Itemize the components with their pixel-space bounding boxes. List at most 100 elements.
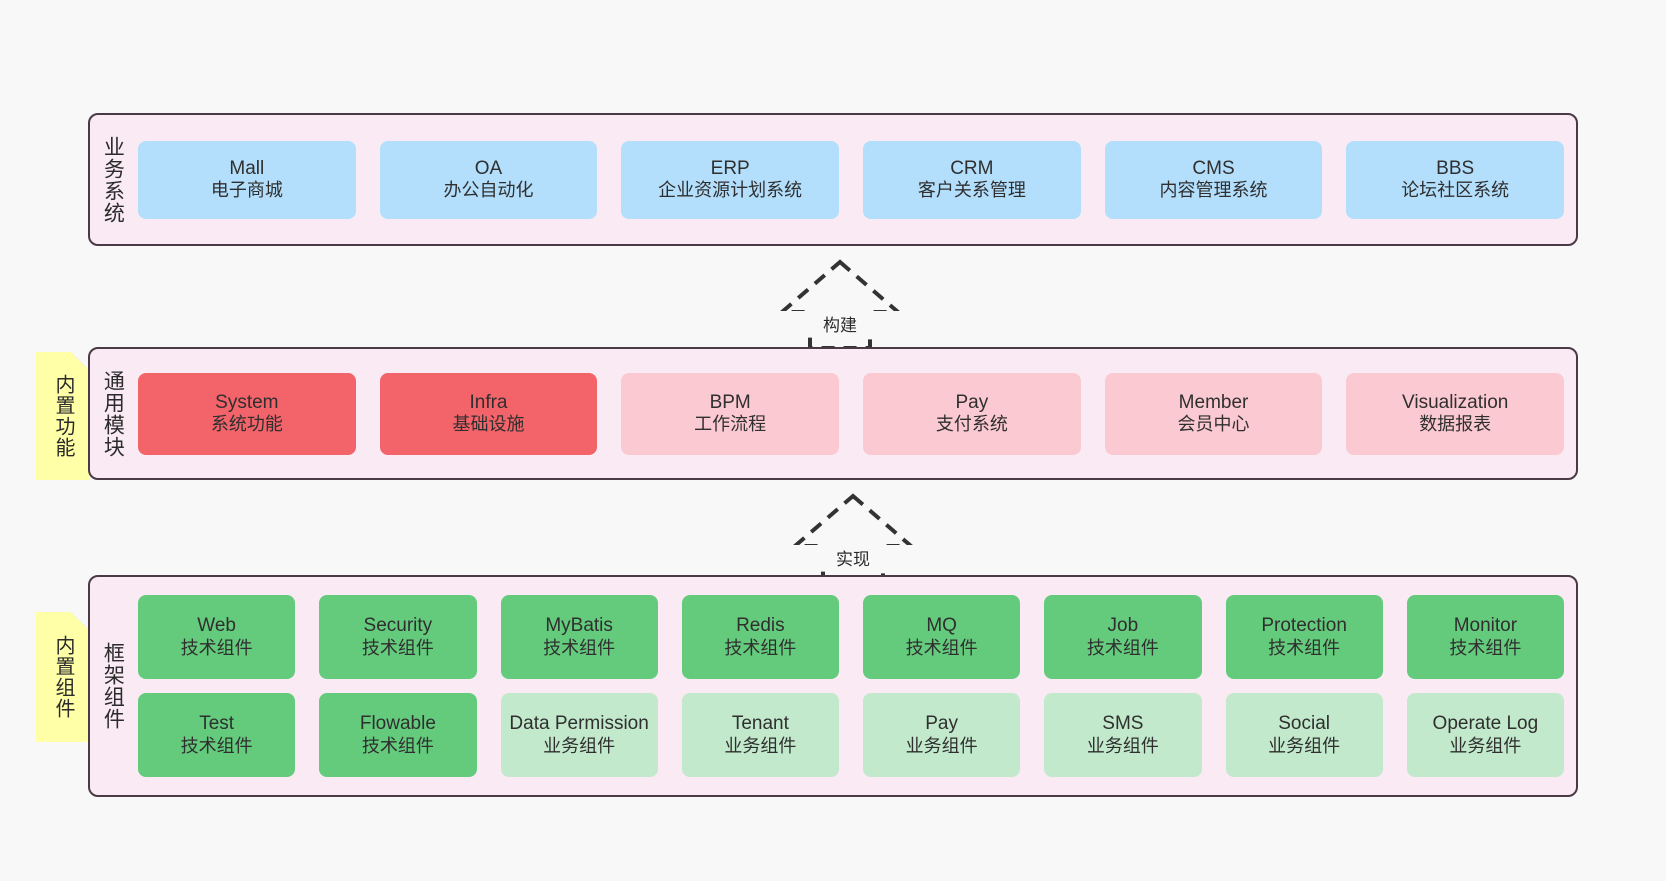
node-protection[interactable]: Protection 技术组件: [1225, 595, 1383, 679]
layer-framework-components-title: 框架组件: [101, 642, 125, 730]
arrow-build-label: 构建: [760, 311, 920, 336]
node-label-cn: 企业资源计划系统: [658, 180, 803, 201]
node-label-en: Social: [1278, 713, 1330, 735]
node-label-cn: 内容管理系统: [1159, 180, 1268, 201]
node-erp[interactable]: ERP 企业资源计划系统: [621, 140, 840, 219]
node-label-cn: 系统功能: [210, 414, 283, 435]
node-label-en: Tenant: [731, 713, 789, 735]
node-label-en: ERP: [710, 157, 750, 179]
node-crm[interactable]: CRM 客户关系管理: [863, 140, 1081, 219]
node-label-en: MyBatis: [545, 615, 613, 637]
node-oa[interactable]: OA 办公自动化: [379, 140, 598, 219]
node-label-en: Pay: [925, 713, 958, 735]
node-system[interactable]: System 系统功能: [138, 372, 356, 455]
node-label-cn: 客户关系管理: [917, 180, 1026, 201]
node-label-en: Infra: [469, 391, 508, 413]
node-label-cn: 技术组件: [543, 637, 616, 658]
node-label-cn: 业务组件: [1086, 735, 1159, 756]
node-tenant[interactable]: Tenant 业务组件: [681, 693, 839, 777]
node-web[interactable]: Web 技术组件: [138, 595, 296, 679]
node-infra[interactable]: Infra 基础设施: [379, 372, 598, 455]
node-label-cn: 电子商城: [210, 180, 283, 201]
arrow-realize: 实现: [773, 492, 933, 584]
layer-framework-components: 框架组件 Web 技术组件 Security 技术组件 MyBatis 技术组件…: [88, 575, 1578, 797]
node-job[interactable]: Job 技术组件: [1044, 595, 1202, 679]
node-label-en: Monitor: [1453, 615, 1518, 637]
node-label-en: Data Permission: [509, 713, 649, 735]
node-label-en: Job: [1107, 615, 1139, 637]
node-visualization[interactable]: Visualization 数据报表: [1346, 372, 1565, 455]
node-label-cn: 基础设施: [452, 414, 525, 435]
note-builtin-features-label: 内置功能: [52, 374, 74, 458]
node-sms[interactable]: SMS 业务组件: [1044, 693, 1202, 777]
layer-business-systems-title: 业务系统: [101, 135, 125, 224]
node-label-cn: 业务组件: [905, 735, 978, 756]
node-label-cn: 办公自动化: [443, 180, 534, 201]
node-security[interactable]: Security 技术组件: [319, 595, 477, 679]
node-label-en: System: [215, 391, 279, 413]
node-label-en: MQ: [926, 615, 957, 637]
node-operate-log[interactable]: Operate Log 业务组件: [1406, 693, 1564, 777]
node-label-en: OA: [474, 157, 503, 179]
node-label-cn: 技术组件: [724, 637, 797, 658]
node-label-cn: 支付系统: [935, 414, 1008, 435]
node-label-en: Pay: [955, 391, 989, 413]
node-mq[interactable]: MQ 技术组件: [863, 595, 1021, 679]
node-label-cn: 工作流程: [694, 414, 767, 435]
note-builtin-components-label: 内置组件: [52, 635, 74, 719]
node-mall[interactable]: Mall 电子商城: [138, 140, 356, 219]
node-label-en: Operate Log: [1432, 713, 1539, 735]
node-mybatis[interactable]: MyBatis 技术组件: [500, 595, 658, 679]
node-social[interactable]: Social 业务组件: [1225, 693, 1383, 777]
node-row: System 系统功能 Infra 基础设施 BPM 工作流程 Pay 支付系统…: [138, 372, 1565, 455]
arrow-realize-label: 实现: [773, 545, 933, 570]
node-label-en: Redis: [736, 615, 785, 637]
layer-common-modules-body: System 系统功能 Infra 基础设施 BPM 工作流程 Pay 支付系统…: [134, 349, 1576, 478]
node-label-en: BPM: [709, 391, 751, 413]
node-label-en: Mall: [229, 157, 265, 179]
node-label-en: Visualization: [1402, 391, 1509, 413]
node-label-cn: 技术组件: [905, 637, 978, 658]
node-label-cn: 技术组件: [361, 735, 434, 756]
node-row: Mall 电子商城 OA 办公自动化 ERP 企业资源计划系统 CRM 客户关系…: [138, 140, 1565, 219]
node-label-cn: 业务组件: [1268, 735, 1341, 756]
node-label-cn: 论坛社区系统: [1401, 180, 1510, 201]
node-label-cn: 业务组件: [543, 735, 616, 756]
node-cms[interactable]: CMS 内容管理系统: [1104, 140, 1323, 219]
node-label-en: CRM: [950, 157, 994, 179]
layer-framework-components-body: Web 技术组件 Security 技术组件 MyBatis 技术组件 Redi…: [134, 577, 1576, 795]
node-label-cn: 技术组件: [180, 735, 253, 756]
node-label-en: Test: [199, 713, 235, 735]
node-redis[interactable]: Redis 技术组件: [681, 595, 839, 679]
node-label-en: Web: [197, 615, 236, 637]
node-label-cn: 技术组件: [1086, 637, 1159, 658]
node-label-en: CMS: [1192, 157, 1235, 179]
node-label-en: SMS: [1102, 713, 1144, 735]
node-bbs[interactable]: BBS 论坛社区系统: [1346, 140, 1565, 219]
node-label-en: Protection: [1261, 615, 1347, 637]
note-builtin-features: 内置功能: [36, 352, 90, 480]
node-pay-module[interactable]: Pay 支付系统: [863, 372, 1081, 455]
node-row: Web 技术组件 Security 技术组件 MyBatis 技术组件 Redi…: [138, 595, 1564, 679]
node-label-cn: 技术组件: [1268, 637, 1341, 658]
node-label-en: Member: [1178, 391, 1249, 413]
node-label-cn: 数据报表: [1419, 414, 1492, 435]
node-label-cn: 技术组件: [180, 637, 253, 658]
node-label-en: Flowable: [359, 713, 436, 735]
layer-business-systems-body: Mall 电子商城 OA 办公自动化 ERP 企业资源计划系统 CRM 客户关系…: [134, 115, 1576, 244]
node-label-cn: 业务组件: [724, 735, 797, 756]
node-monitor[interactable]: Monitor 技术组件: [1406, 595, 1564, 679]
node-member[interactable]: Member 会员中心: [1104, 372, 1323, 455]
node-test[interactable]: Test 技术组件: [138, 693, 296, 777]
node-flowable[interactable]: Flowable 技术组件: [319, 693, 477, 777]
layer-common-modules-title: 通用模块: [101, 369, 125, 458]
node-pay-component[interactable]: Pay 业务组件: [863, 693, 1021, 777]
arrow-build: 构建: [760, 258, 920, 350]
node-label-cn: 会员中心: [1177, 414, 1250, 435]
node-label-cn: 技术组件: [361, 637, 434, 658]
node-row: Test 技术组件 Flowable 技术组件 Data Permission …: [138, 693, 1564, 777]
node-data-permission[interactable]: Data Permission 业务组件: [500, 693, 658, 777]
note-builtin-components: 内置组件: [36, 612, 90, 742]
node-bpm[interactable]: BPM 工作流程: [621, 372, 840, 455]
